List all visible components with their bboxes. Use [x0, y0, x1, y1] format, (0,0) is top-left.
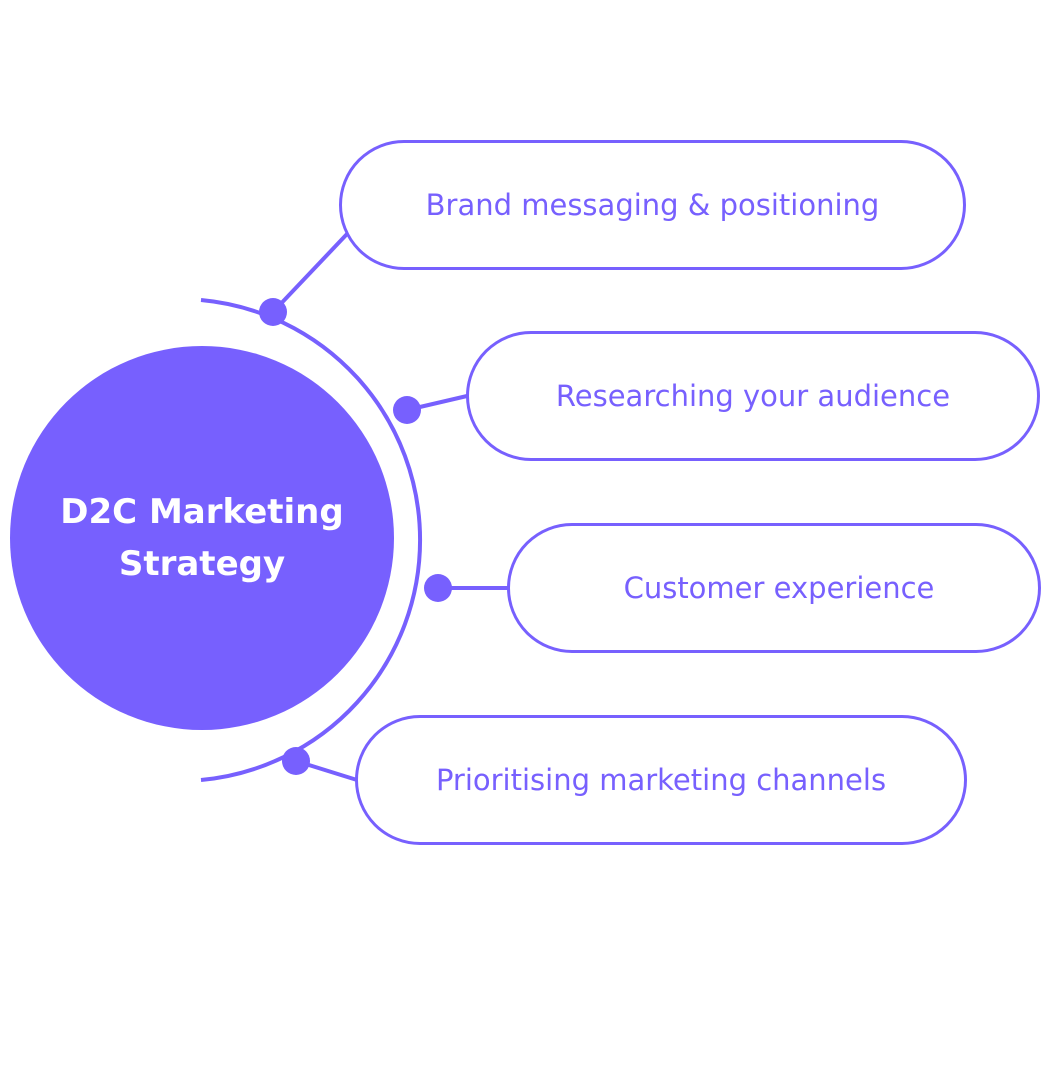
branch-node-customer-experience: Customer experience — [507, 523, 1041, 653]
branch-label: Prioritising marketing channels — [435, 763, 887, 797]
branch-node-prioritising-channels: Prioritising marketing channels — [355, 715, 967, 845]
connector-dot-1 — [259, 298, 287, 326]
branch-node-researching-audience: Researching your audience — [466, 331, 1040, 461]
branch-label: Researching your audience — [555, 379, 951, 413]
branch-label: Customer experience — [623, 571, 935, 605]
connector-dot-3 — [424, 574, 452, 602]
branch-node-brand-messaging: Brand messaging & positioning — [339, 140, 966, 270]
center-title: D2C Marketing Strategy — [60, 492, 344, 584]
outer-arc — [200, 298, 423, 782]
center-node: D2C Marketing Strategy — [10, 346, 394, 730]
connector-dot-4 — [282, 747, 310, 775]
branch-label: Brand messaging & positioning — [425, 188, 880, 222]
connector-dot-2 — [393, 396, 421, 424]
connector-line-1 — [271, 232, 349, 314]
